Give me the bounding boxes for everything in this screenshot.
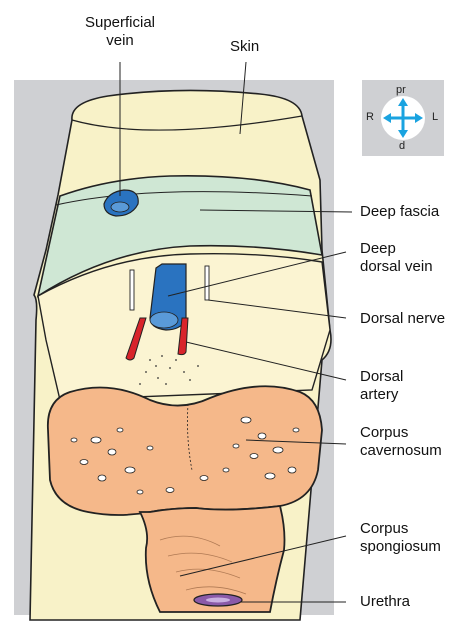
orientation-right-label: L bbox=[432, 111, 438, 123]
label-corpus-spongiosum: Corpus spongiosum bbox=[360, 520, 441, 556]
label-urethra: Urethra bbox=[360, 593, 410, 611]
label-dorsal-artery: Dorsal artery bbox=[360, 368, 403, 404]
label-dorsal-nerve: Dorsal nerve bbox=[360, 310, 445, 328]
orientation-bottom-label: d bbox=[399, 140, 405, 152]
label-superficial-vein: Superficial vein bbox=[74, 14, 166, 50]
label-deep-fascia: Deep fascia bbox=[360, 203, 439, 221]
label-corpus-cavernosum: Corpus cavernosum bbox=[360, 424, 442, 460]
label-skin: Skin bbox=[230, 38, 259, 56]
orientation-left-label: R bbox=[366, 111, 374, 123]
orientation-top-label: pr bbox=[396, 84, 406, 96]
label-deep-dorsal-vein: Deep dorsal vein bbox=[360, 240, 433, 276]
deep-dorsal-vein bbox=[150, 264, 186, 330]
urethra-lumen bbox=[206, 598, 230, 603]
